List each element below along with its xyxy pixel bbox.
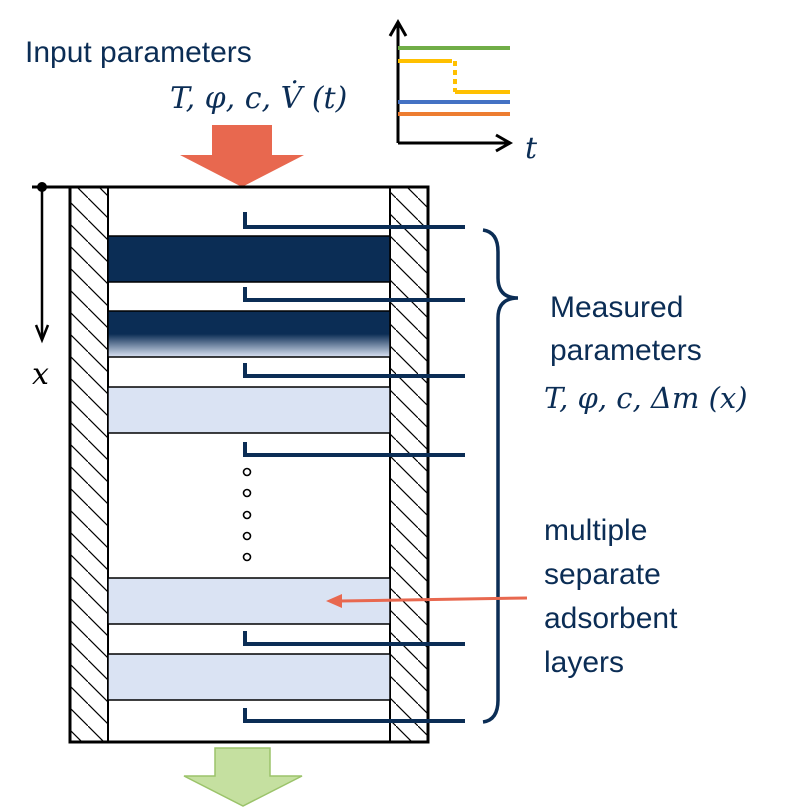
sensor-probe-1 [243,212,465,229]
time-input-chart [388,18,514,153]
sensor-probes [243,212,465,723]
time-chart-x-arrowhead [495,133,514,153]
measured-label-line2: parameters [550,334,702,367]
adsorbent-layer-fresh-1 [107,386,391,434]
time-chart-y-arrowhead [388,18,408,37]
sensor-probe-4 [243,442,465,457]
layers-label-line3: adsorbent [544,602,678,635]
sensor-probe-2 [243,287,465,302]
sensor-probe-6 [243,708,465,723]
ellipsis-dots [242,467,252,562]
measured-brace [482,228,519,724]
column-wall-left [69,186,109,743]
depth-axis [32,182,70,344]
sensor-probe-5 [243,631,465,646]
measured-formula: T, φ, c, Δm (x) [544,381,748,415]
time-axis-label: t [525,131,538,166]
depth-axis-arrowhead [34,324,50,344]
adsorbent-layer-fresh-3 [107,653,391,701]
column-wall-right [389,186,429,743]
layers-label-line4: layers [544,646,624,679]
layers-label-line1: multiple [544,514,647,547]
column-outline [68,185,430,744]
adsorbent-layer-saturated [107,235,391,283]
sensor-probe-3 [243,363,465,378]
adsorbent-layer-partial [107,310,391,358]
layers-label-line2: separate [544,558,661,591]
input-formula: T, φ, c, V̇ (t) [170,81,347,116]
outlet-arrow [183,747,303,807]
layer-pointer-arrow [326,594,528,608]
measured-label-line1: Measured [550,291,683,324]
depth-axis-label: x [32,357,49,392]
input-title: Input parameters [25,36,252,69]
inlet-arrow [180,125,304,187]
